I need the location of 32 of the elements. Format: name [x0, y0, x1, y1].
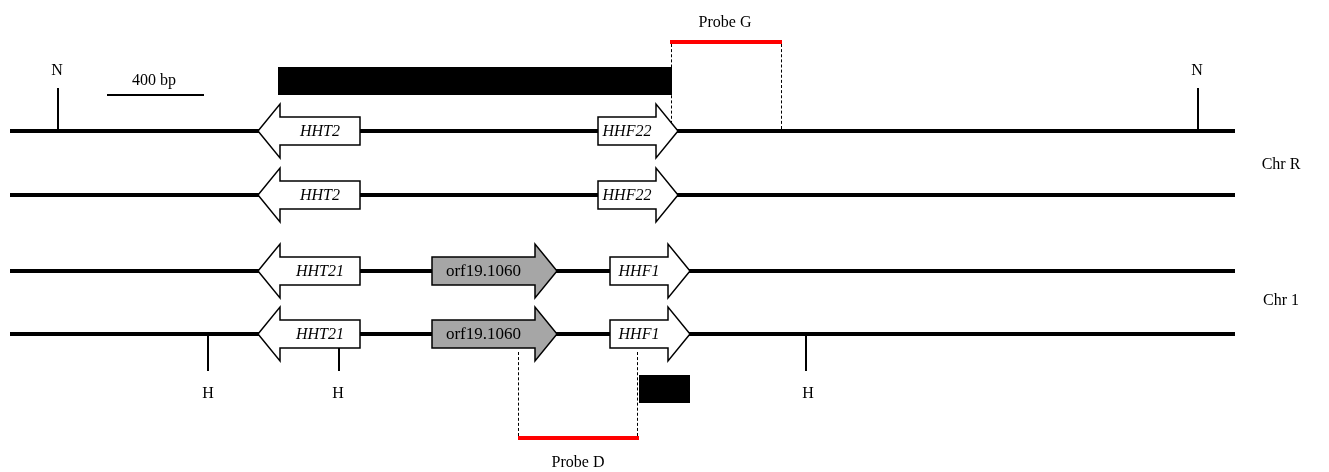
chromosome-label: Chr 1 [1263, 292, 1299, 308]
gene-feature [258, 307, 360, 361]
gene-label: HHT2 [299, 185, 341, 205]
gene-feature [258, 244, 360, 298]
gene-label: HHT21 [295, 324, 345, 344]
gene-feature [432, 307, 557, 361]
gene-feature [432, 244, 557, 298]
gene-feature [598, 168, 678, 222]
site-label: N [51, 62, 63, 78]
region-bar [639, 375, 690, 403]
site-label: N [1191, 62, 1203, 78]
scale-label: 400 bp [132, 72, 176, 88]
probe-label: Probe D [551, 454, 605, 470]
gene-label: orf19.1060 [444, 323, 523, 345]
gene-feature [598, 104, 678, 158]
region-bar [278, 67, 672, 95]
gene-feature [610, 307, 690, 361]
gene-feature [258, 104, 360, 158]
gene-label: HHF1 [617, 324, 661, 344]
gene-label: HHF22 [601, 185, 653, 205]
gene-label: HHF22 [601, 121, 653, 141]
site-label: H [802, 385, 814, 401]
gene-label: HHF1 [617, 261, 661, 281]
gene-feature [258, 168, 360, 222]
gene-label: orf19.1060 [444, 260, 523, 282]
chromosome-label: Chr R [1261, 156, 1301, 172]
probe-label: Probe G [698, 14, 752, 30]
gene-feature [610, 244, 690, 298]
site-label: H [202, 385, 214, 401]
gene-label: HHT21 [295, 261, 345, 281]
gene-label: HHT2 [299, 121, 341, 141]
site-label: H [332, 385, 344, 401]
